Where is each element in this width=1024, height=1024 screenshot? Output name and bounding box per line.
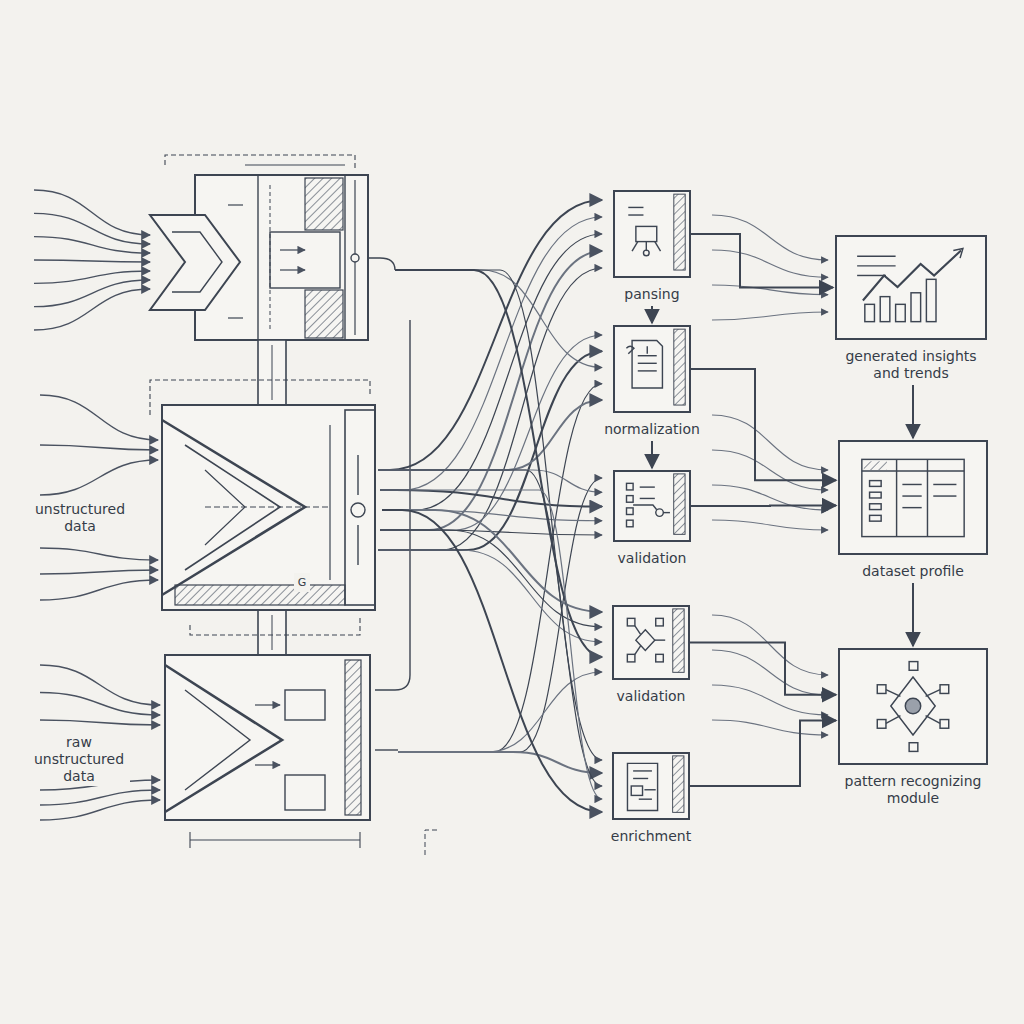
box-icon (615, 472, 689, 540)
icon-box (612, 605, 690, 680)
flow-line (398, 752, 602, 773)
box-icon (614, 754, 688, 818)
input-label: raw unstructured data (28, 733, 130, 786)
box-icon (840, 442, 986, 553)
flow-connector (690, 643, 836, 695)
flow-line (378, 268, 602, 550)
flow-connector (691, 505, 836, 507)
box-icon (837, 237, 985, 338)
feed-line (712, 285, 828, 295)
input-label: unstructured data (26, 500, 134, 536)
icon-box (613, 190, 691, 278)
flow-line (382, 510, 602, 612)
step-label: pansing (622, 286, 681, 303)
flow-line (395, 270, 602, 368)
feed-line (712, 685, 828, 715)
flow-connector (912, 583, 914, 646)
feed-line (712, 650, 828, 695)
flow-connector (691, 234, 833, 288)
input-arrow (34, 260, 150, 262)
icon-box (613, 470, 691, 542)
input-arrow (40, 665, 160, 705)
pattern-module: pattern recognizing module (836, 648, 990, 807)
input-arrow (34, 289, 150, 330)
input-arrow (40, 580, 158, 600)
input-arrow (40, 720, 160, 725)
feed-line (712, 415, 828, 470)
icon-box (612, 752, 690, 820)
feed-line (712, 312, 828, 320)
normalization-step: normalization (600, 325, 704, 438)
input-arrow (34, 280, 150, 307)
flow-line (380, 251, 602, 530)
icon-box (838, 440, 988, 555)
flow-line (395, 270, 602, 657)
input-arrow (34, 237, 150, 253)
box-icon (614, 607, 688, 678)
flow-connector (651, 441, 653, 468)
feed-line (712, 720, 828, 735)
input-arrow (40, 395, 158, 440)
flow-line (380, 490, 602, 799)
enrichment-step: enrichment (607, 752, 695, 845)
step-label: generated insights and trends (835, 348, 987, 382)
step-label: dataset profile (838, 563, 988, 580)
step-label: validation (615, 688, 688, 705)
flow-connector (691, 369, 836, 480)
icon-box (838, 648, 988, 765)
step-label: pattern recognizing module (838, 773, 988, 807)
box-icon (615, 327, 689, 411)
box-icon (615, 192, 689, 276)
feed-line (712, 520, 828, 530)
flow-line (382, 510, 602, 812)
flow-connector (690, 721, 836, 786)
flow-line (380, 490, 602, 507)
flow-line (378, 470, 602, 492)
feed-line (712, 215, 828, 260)
input-arrow (40, 800, 160, 820)
machine-mark: G (294, 573, 310, 592)
insights-panel: generated insights and trends (833, 235, 989, 382)
input-arrow (40, 445, 158, 450)
parsing-step: pansing (613, 190, 691, 303)
flow-line (378, 200, 602, 470)
flow-line (380, 335, 602, 530)
feed-line (712, 250, 828, 277)
validation-step: validation (612, 605, 690, 705)
input-arrow (40, 548, 158, 560)
step-label: validation (616, 550, 689, 567)
flow-connector (912, 385, 914, 438)
feed-line (712, 615, 828, 675)
input-arrow (40, 790, 160, 805)
step-label: normalization (602, 421, 702, 438)
profile-panel: dataset profile (836, 440, 990, 580)
flow-connector (651, 306, 653, 323)
flow-line (378, 400, 602, 470)
input-arrow (34, 213, 150, 244)
flow-line (398, 384, 602, 752)
box-icon (840, 650, 986, 763)
icon-box (835, 235, 987, 340)
icon-box (613, 325, 691, 413)
input-arrow (40, 460, 158, 495)
validation-step: validation (613, 470, 691, 567)
input-arrow (40, 693, 160, 716)
feed-line (712, 450, 828, 490)
input-arrow (40, 570, 158, 574)
step-label: enrichment (609, 828, 693, 845)
